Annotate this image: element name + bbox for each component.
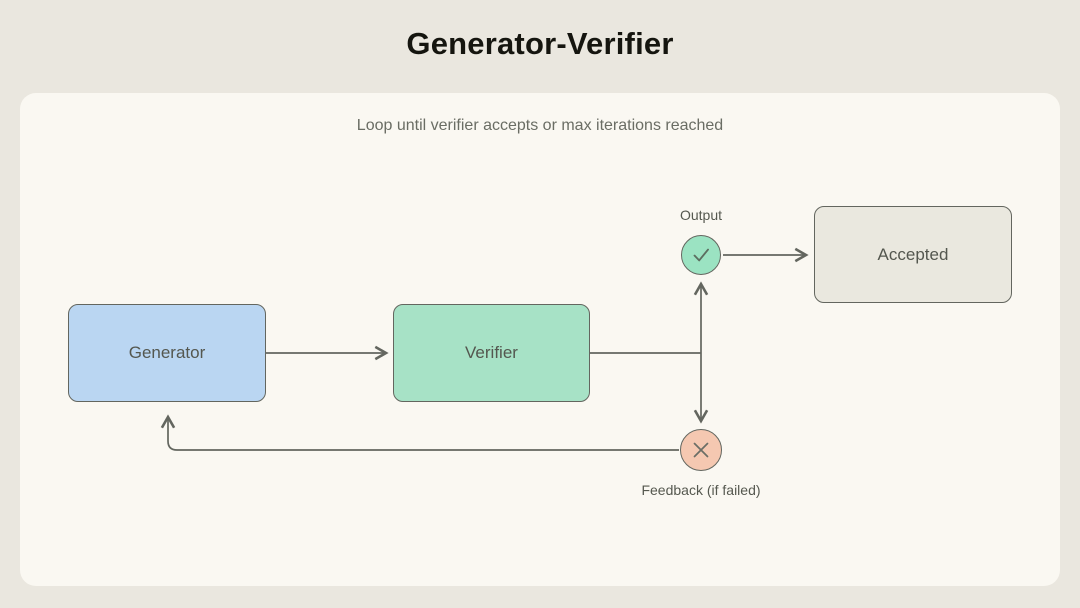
output-label: Output bbox=[679, 207, 723, 223]
generator-node-label: Generator bbox=[128, 343, 206, 362]
page-title: Generator-Verifier bbox=[406, 26, 674, 61]
accepted-node[interactable]: Accepted bbox=[814, 206, 1012, 303]
accepted-node-label: Accepted bbox=[877, 244, 949, 264]
feedback-label: Feedback (if failed) bbox=[641, 482, 761, 498]
loop-subtitle: Loop until verifier accepts or max itera… bbox=[356, 117, 724, 134]
x-icon bbox=[688, 437, 714, 463]
output-pass-node[interactable] bbox=[681, 235, 721, 275]
verifier-node-label: Verifier bbox=[465, 343, 518, 362]
verifier-node[interactable]: Verifier bbox=[393, 304, 590, 402]
check-icon bbox=[688, 242, 714, 268]
output-fail-node[interactable] bbox=[680, 429, 722, 471]
generator-node[interactable]: Generator bbox=[68, 304, 266, 402]
